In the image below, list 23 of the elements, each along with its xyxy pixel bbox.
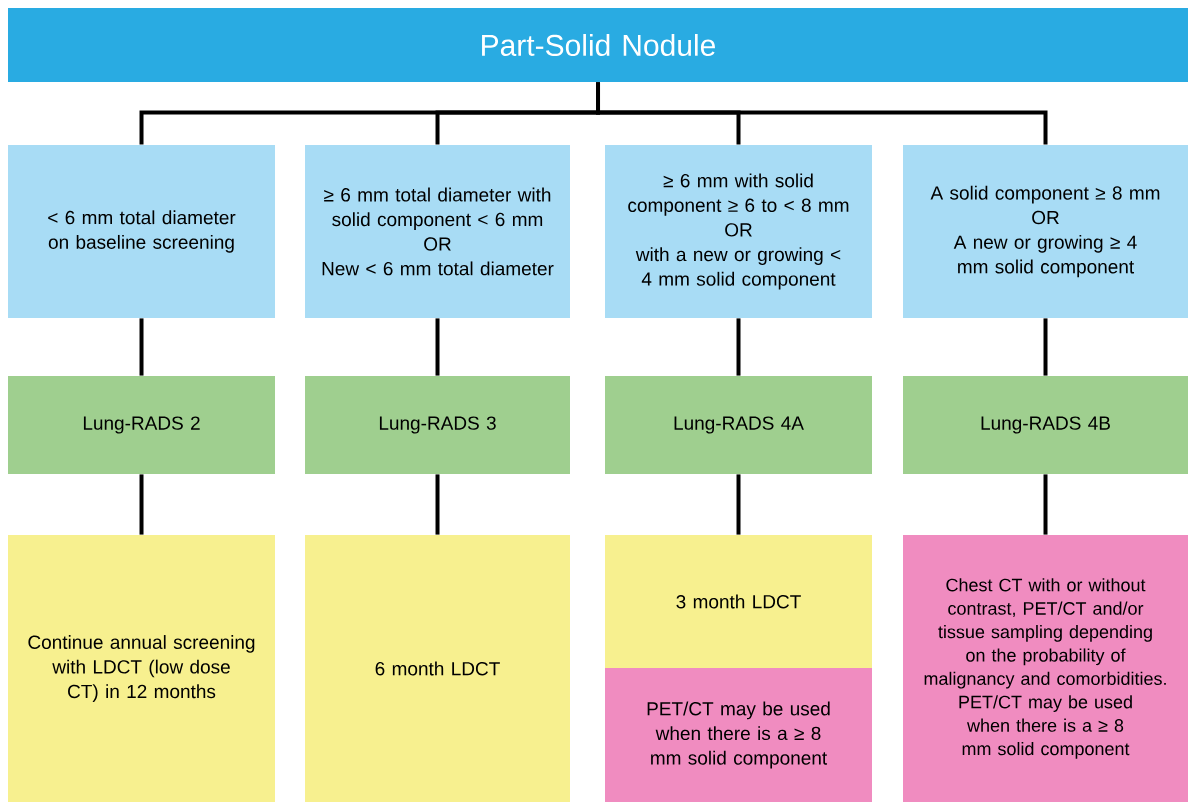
criteria-box: < 6 mm total diameter on baseline screening [8, 145, 275, 318]
management-box: Chest CT with or without contrast, PET/CT and/or tissue sampling depending on the probability of malignancy and comorbidities. PET/CT may be used when there is a ≥ 8 mm solid component [903, 535, 1188, 802]
title-band: Part-Solid Nodule [8, 8, 1188, 82]
criteria-box: A solid component ≥ 8 mm OR A new or growing ≥ 4 mm solid component [903, 145, 1188, 318]
category-box: Lung-RADS 4A [605, 376, 872, 474]
management-box: 3 month LDCT [605, 535, 872, 668]
connector-line [596, 82, 1048, 145]
category-box: Lung-RADS 3 [305, 376, 570, 474]
connector-line [736, 474, 741, 535]
connector-line [1043, 318, 1048, 376]
criteria-box: ≥ 6 mm total diameter with solid component < 6 mm OR New < 6 mm total diameter [305, 145, 570, 318]
connector-line [435, 318, 440, 376]
category-box: Lung-RADS 4B [903, 376, 1188, 474]
connector-line [435, 474, 440, 535]
management-box: Continue annual screening with LDCT (low dose CT) in 12 months [8, 535, 275, 802]
connector-line [1043, 474, 1048, 535]
connector-line [139, 318, 144, 376]
connector-line [736, 318, 741, 376]
category-box: Lung-RADS 2 [8, 376, 275, 474]
criteria-box: ≥ 6 mm with solid component ≥ 6 to < 8 mm OR with a new or growing < 4 mm solid component [605, 145, 872, 318]
management-box: PET/CT may be used when there is a ≥ 8 mm solid component [605, 668, 872, 802]
connector-line [139, 474, 144, 535]
management-box: 6 month LDCT [305, 535, 570, 802]
